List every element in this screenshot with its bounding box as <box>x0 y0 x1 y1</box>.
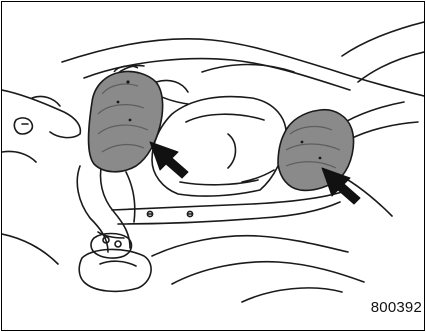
left-mount-bracket <box>14 118 32 134</box>
front-resonator <box>79 249 151 291</box>
crossmember <box>112 192 342 224</box>
lower-body-curve <box>152 236 364 284</box>
exhaust-diagram <box>2 2 424 330</box>
arrow-left-converter-icon <box>150 142 188 178</box>
fuel-tank <box>152 97 286 197</box>
figure-code: 800392 <box>371 299 422 316</box>
